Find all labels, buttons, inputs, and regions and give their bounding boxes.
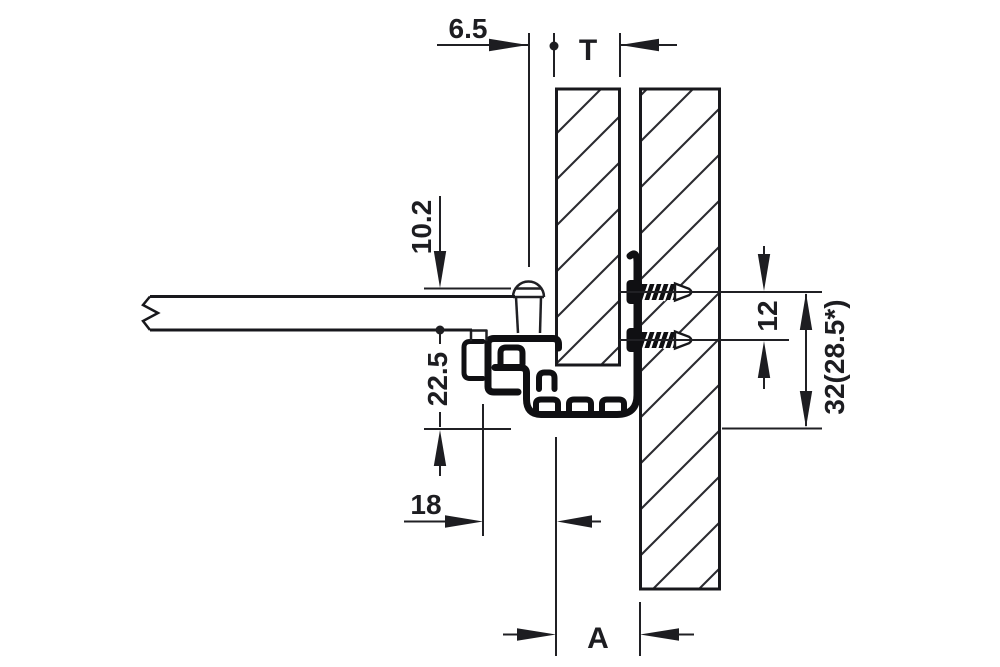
runner-release-clip bbox=[461, 339, 486, 381]
arrowhead-left bbox=[557, 515, 592, 528]
dimension-top-inset: 10.2 bbox=[406, 196, 511, 290]
drawer-bottom-panel bbox=[141, 295, 515, 332]
dimension-screw-spacing: 12 bbox=[752, 246, 783, 389]
arrowhead-down bbox=[757, 254, 771, 291]
dim-label-6-5: 6.5 bbox=[449, 13, 488, 44]
dimension-origin-dot bbox=[549, 41, 559, 51]
dim-label-T: T bbox=[579, 34, 597, 67]
arrowhead-right bbox=[489, 38, 528, 52]
pin-body-right bbox=[538, 296, 543, 334]
arrowhead-right bbox=[517, 628, 556, 641]
runner-profile bbox=[461, 250, 641, 418]
arrowhead-right bbox=[445, 515, 483, 528]
dim-label-32-28-5: 32(28.5*) bbox=[819, 299, 850, 414]
pin-dome bbox=[511, 280, 546, 298]
dim-label-18: 18 bbox=[410, 489, 441, 520]
break-symbol bbox=[141, 295, 161, 331]
runner-tooth-1 bbox=[533, 396, 561, 414]
fixing-pin bbox=[511, 280, 546, 334]
arrowhead-down bbox=[433, 251, 447, 288]
dim-label-10-2: 10.2 bbox=[406, 200, 437, 255]
arrowhead-left bbox=[620, 38, 659, 52]
runner-clip-housing bbox=[484, 335, 562, 396]
arrowhead-up bbox=[433, 430, 447, 466]
dimension-origin-dot bbox=[435, 325, 445, 335]
arrowhead-down bbox=[799, 391, 813, 428]
dimension-front-setback: 18 bbox=[404, 404, 601, 536]
dimension-bottom-clearance: 22.5 bbox=[422, 325, 511, 476]
dim-label-22-5: 22.5 bbox=[422, 352, 453, 407]
arrowhead-up bbox=[757, 341, 771, 378]
runner-plate-and-channel bbox=[491, 250, 641, 418]
runner-latch-tab bbox=[497, 344, 526, 367]
drawer-side-panel bbox=[555, 87, 621, 367]
arrowhead-left bbox=[640, 628, 679, 641]
runner-tooth-2 bbox=[566, 396, 594, 414]
dimension-system-height: 32(28.5*) bbox=[722, 293, 850, 430]
dim-label-A: A bbox=[587, 622, 609, 655]
runner-tooth-3 bbox=[599, 396, 627, 414]
dimension-runner-clearance: A bbox=[503, 437, 694, 656]
runner-clip-step bbox=[469, 329, 488, 342]
pin-body-left bbox=[514, 296, 520, 334]
dimension-panel-thickness: T bbox=[549, 33, 677, 77]
dimension-pin-offset: 6.5 bbox=[437, 13, 530, 267]
dim-label-12: 12 bbox=[752, 300, 783, 331]
runner-hook-tab bbox=[536, 369, 558, 392]
arrowhead-up bbox=[799, 293, 813, 330]
